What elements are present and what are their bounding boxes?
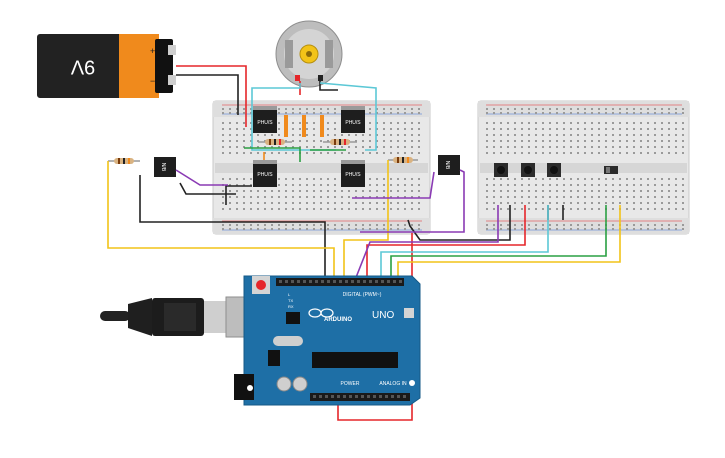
battery-minus: − [150,76,155,86]
diode[interactable] [284,115,288,137]
svg-text:PHU/S: PHU/S [257,172,273,178]
wire-cyan [251,82,549,280]
transistor-chip[interactable]: PHU/S [341,160,365,187]
transistor-chip[interactable]: PHU/S [341,106,365,133]
slide-switch[interactable] [604,166,618,174]
resistor[interactable] [323,139,357,145]
resistor[interactable] [388,157,418,163]
arduino-model: UNO [372,310,394,321]
push-button[interactable] [521,163,535,177]
arduino-uno-board[interactable]: ARDUINO UNO DIGITAL (PWM~) POWER ANALOG … [234,275,421,406]
arduino-logo-icon [308,308,334,318]
dc-motor[interactable] [275,20,343,88]
sensor-right[interactable]: N/B [438,155,460,175]
wire-purple [175,169,499,281]
diode[interactable] [302,115,306,137]
transistor-chip[interactable]: PHU/S [253,106,277,133]
arduino-tx-label: TX [288,298,293,303]
svg-text:N/B: N/B [444,161,450,170]
battery-label: 9V [70,56,95,78]
wire-green [244,147,607,280]
arduino-analog-label: ANALOG IN [379,381,407,387]
svg-text:PHU/S: PHU/S [257,120,273,126]
transistor-chip[interactable]: PHU/S [253,160,277,187]
arduino-power-label: POWER [341,381,360,387]
arduino-digital-label: DIGITAL (PWM~) [343,292,382,298]
arduino-rx-label: RX [288,304,294,309]
wire-yellow [107,160,621,280]
usb-cable[interactable] [100,296,263,338]
svg-text:PHU/S: PHU/S [345,172,361,178]
diode[interactable] [320,115,324,137]
sensor-left[interactable]: N/B [154,157,176,177]
svg-text:N/B: N/B [160,163,166,172]
push-button[interactable] [494,163,508,177]
resistor[interactable] [108,158,140,164]
push-button[interactable] [547,163,561,177]
resistor[interactable] [258,139,292,145]
battery-plus: + [150,46,155,56]
arduino-logo-text: ARDUINO [324,317,352,323]
breadboard-right [477,100,690,235]
svg-text:PHU/S: PHU/S [345,120,361,126]
battery-9v[interactable]: 9V + − [37,34,176,98]
arduino-l-label: L [288,292,291,297]
